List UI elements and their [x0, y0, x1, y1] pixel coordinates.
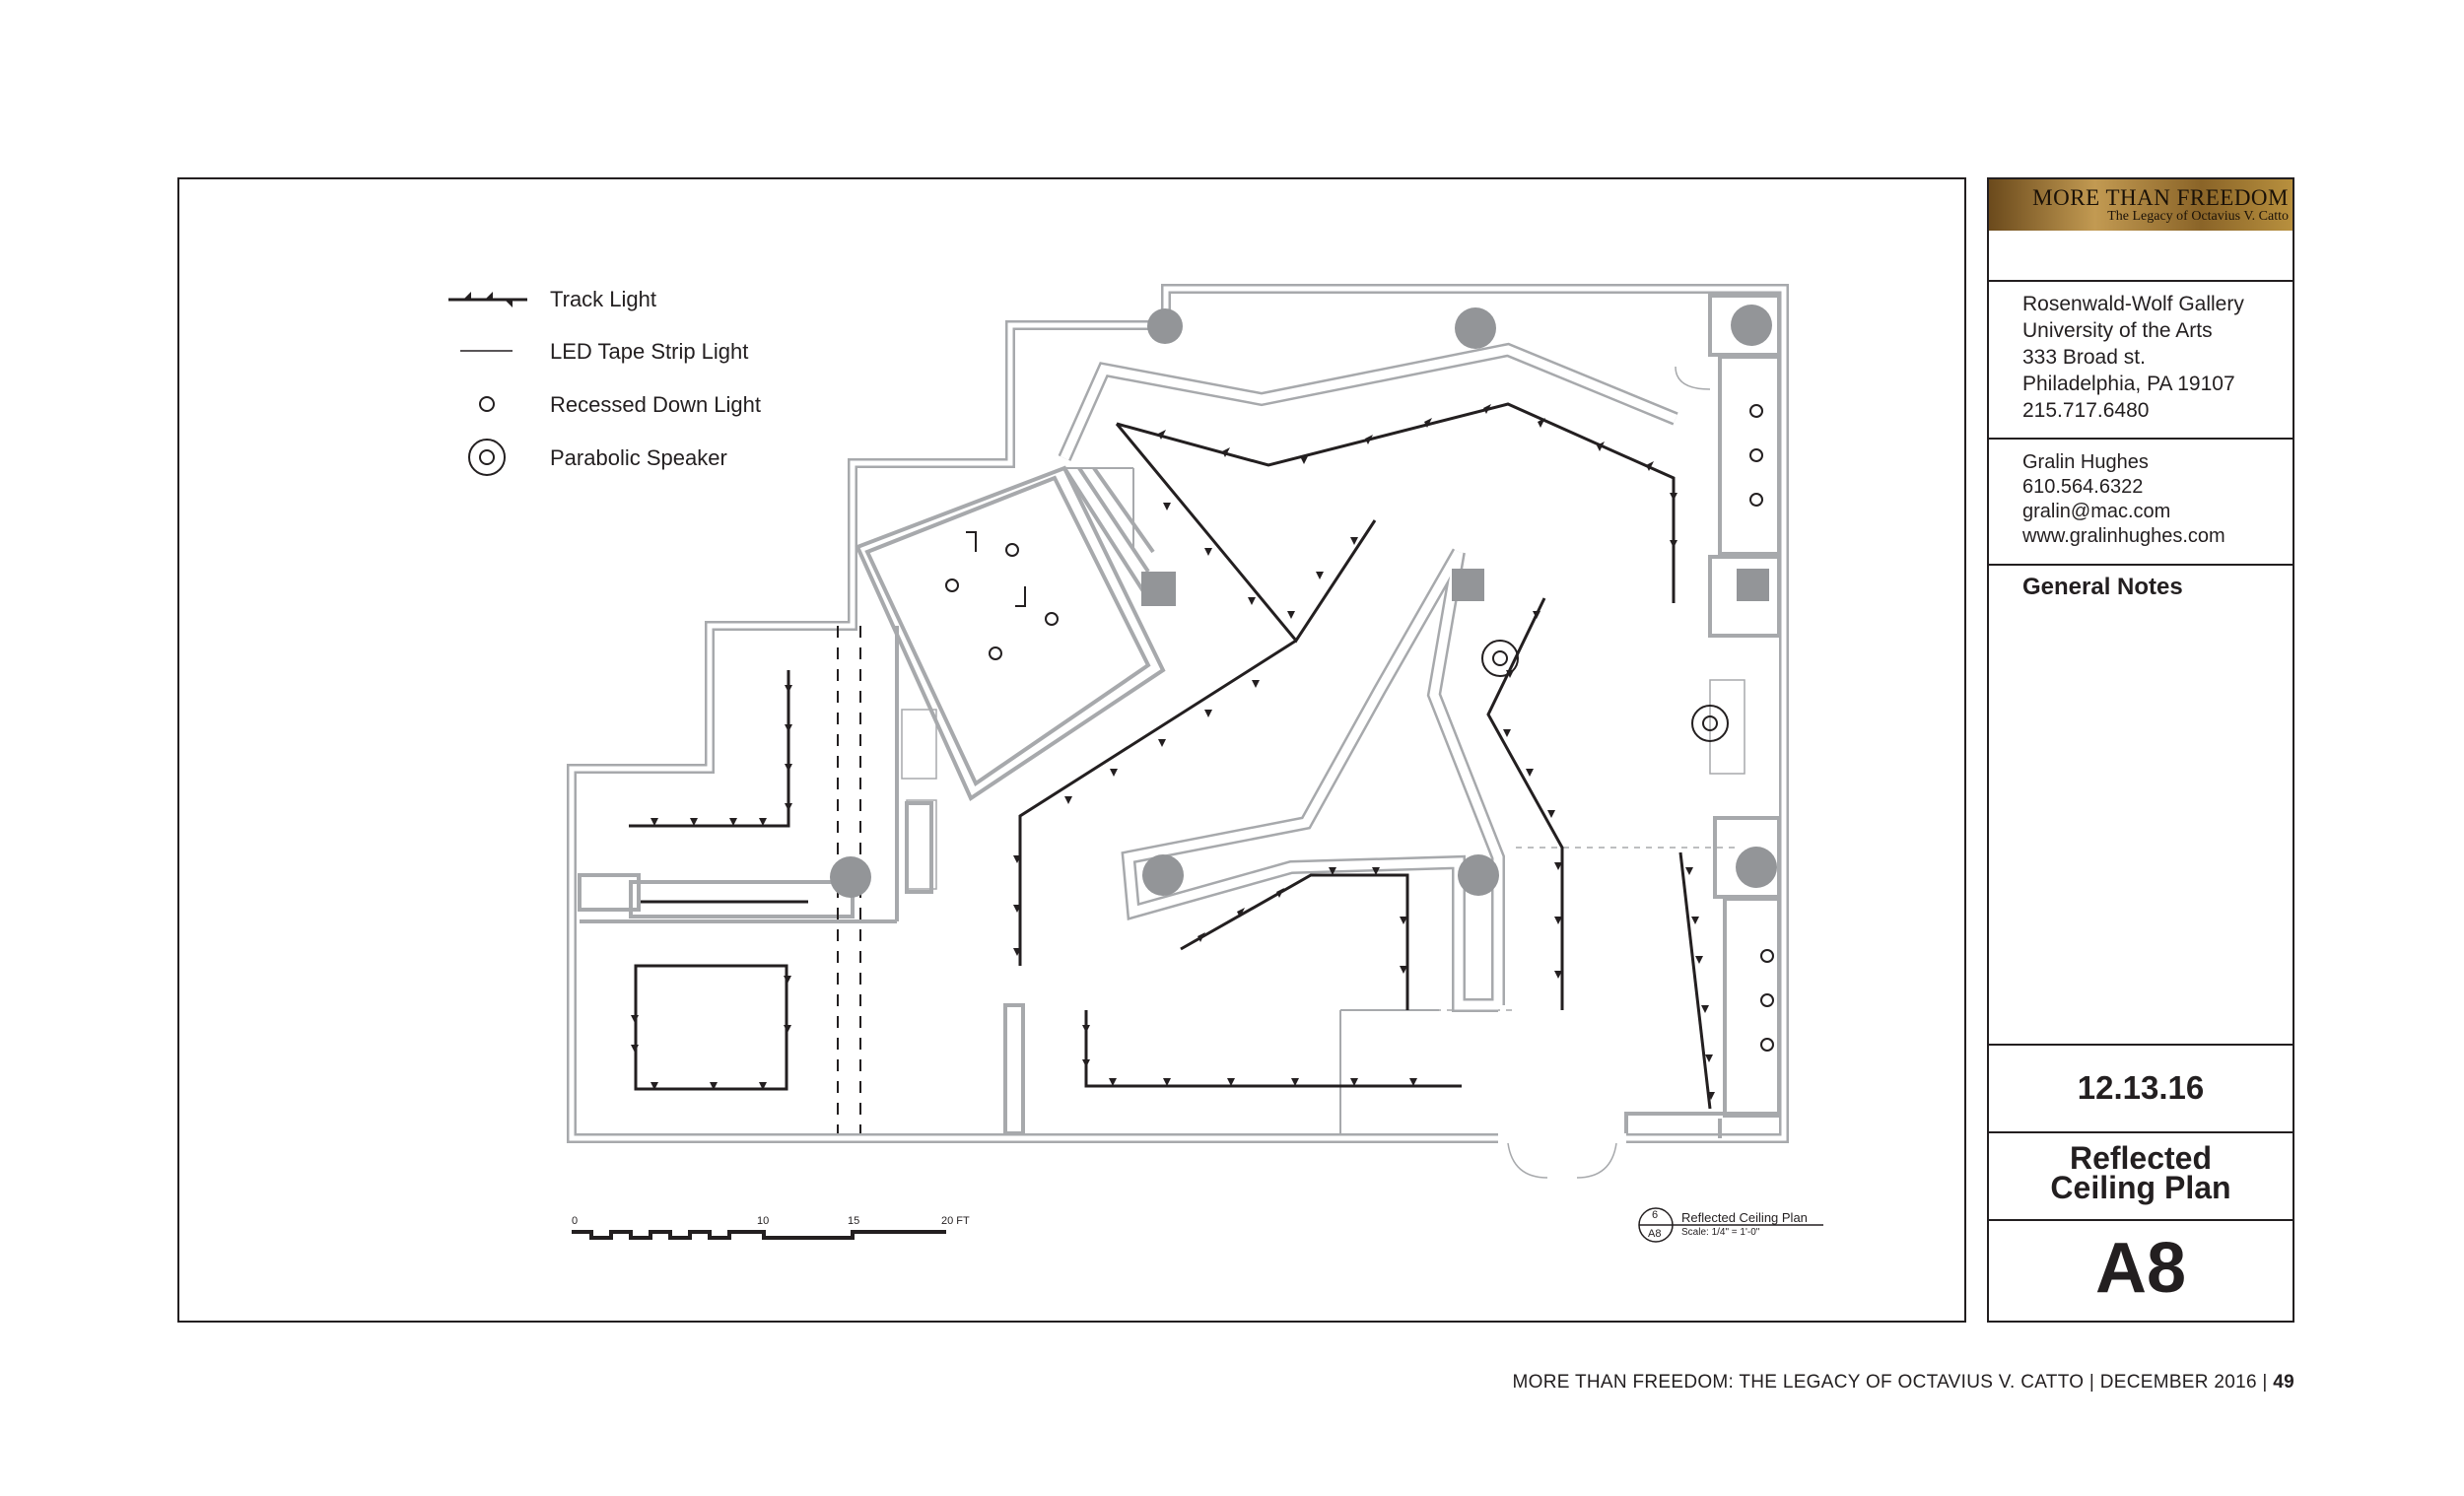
drawing-callout-symbol [1638, 1207, 1823, 1243]
venue-line-3: 333 Broad st. [2022, 346, 2146, 369]
scale-bar [572, 1230, 946, 1240]
recessed-down-lights [945, 404, 1774, 1052]
designer-email: gralin@mac.com [2022, 501, 2171, 522]
venue-line-5: 215.717.6480 [2022, 399, 2150, 422]
angled-exhibit-walls-inner [1060, 345, 1677, 1010]
dashed-soffit-outline [1340, 847, 1735, 1011]
track-lights [629, 402, 1712, 1110]
page-number: 49 [2273, 1372, 2294, 1393]
square-fixtures [1141, 569, 1769, 606]
designer-name: Gralin Hughes [2022, 451, 2149, 473]
ceiling-panel [855, 465, 1166, 801]
legend-led-tape-label: LED Tape Strip Light [550, 339, 749, 364]
callout-sheet: A8 [1648, 1228, 1662, 1240]
general-notes-heading: General Notes [2022, 574, 2183, 600]
alcove-walls [1624, 294, 1781, 1138]
legend-recessed-light-symbol [479, 396, 495, 412]
designer-phone: 610.564.6322 [2022, 476, 2144, 498]
designer-website: www.gralinhughes.com [2022, 525, 2225, 547]
banner-title: MORE THAN FREEDOM [2032, 185, 2289, 210]
page-footer: MORE THAN FREEDOM: THE LEGACY OF OCTAVIU… [1513, 1372, 2294, 1394]
callout-number: 6 [1652, 1209, 1659, 1221]
legend-recessed-light-label: Recessed Down Light [550, 392, 762, 417]
sheet-number: A8 [2094, 1229, 2187, 1308]
legend-track-light-symbol [448, 292, 527, 307]
pendant-fixtures [830, 305, 1777, 898]
legend-speaker-symbol [468, 439, 506, 476]
legend-track-light-label: Track Light [550, 287, 657, 311]
banner-subtitle: The Legacy of Octavius V. Catto [2107, 209, 2289, 224]
parabolic-speakers [1481, 640, 1729, 742]
callout-scale: Scale: 1/4" = 1'-0" [1681, 1227, 1760, 1238]
title-block: MORE THAN FREEDOM The Legacy of Octavius… [1987, 177, 2294, 1323]
venue-line-4: Philadelphia, PA 19107 [2022, 373, 2235, 395]
track-light-heads [631, 404, 1715, 1100]
gallery-walls-inner-line [569, 286, 1787, 1141]
exhibition-banner: MORE THAN FREEDOM The Legacy of Octavius… [1989, 179, 2293, 231]
dashed-reference-lines [837, 626, 861, 1133]
callout-title: Reflected Ceiling Plan [1681, 1210, 1808, 1225]
sheet-title-line-2: Ceiling Plan [2050, 1170, 2231, 1205]
legend-speaker-label: Parabolic Speaker [550, 445, 727, 470]
sheet-title: Reflected Ceiling Plan [1989, 1140, 2293, 1205]
venue-line-2: University of the Arts [2022, 319, 2213, 342]
scale-tick-15: 15 [848, 1215, 860, 1227]
footer-text: MORE THAN FREEDOM: THE LEGACY OF OCTAVIU… [1512, 1372, 2268, 1393]
venue-line-1: Rosenwald-Wolf Gallery [2022, 293, 2244, 315]
sheet-title-line-1: Reflected [2069, 1140, 2213, 1176]
drawing-sheet [177, 177, 1966, 1323]
scale-tick-0: 0 [572, 1215, 579, 1227]
scale-tick-20: 20 FT [941, 1215, 970, 1227]
issue-date: 12.13.16 [2077, 1069, 2205, 1106]
door-swing-lines [901, 366, 1745, 1179]
scale-tick-10: 10 [757, 1215, 770, 1227]
led-tape-in-panel [966, 531, 1026, 607]
